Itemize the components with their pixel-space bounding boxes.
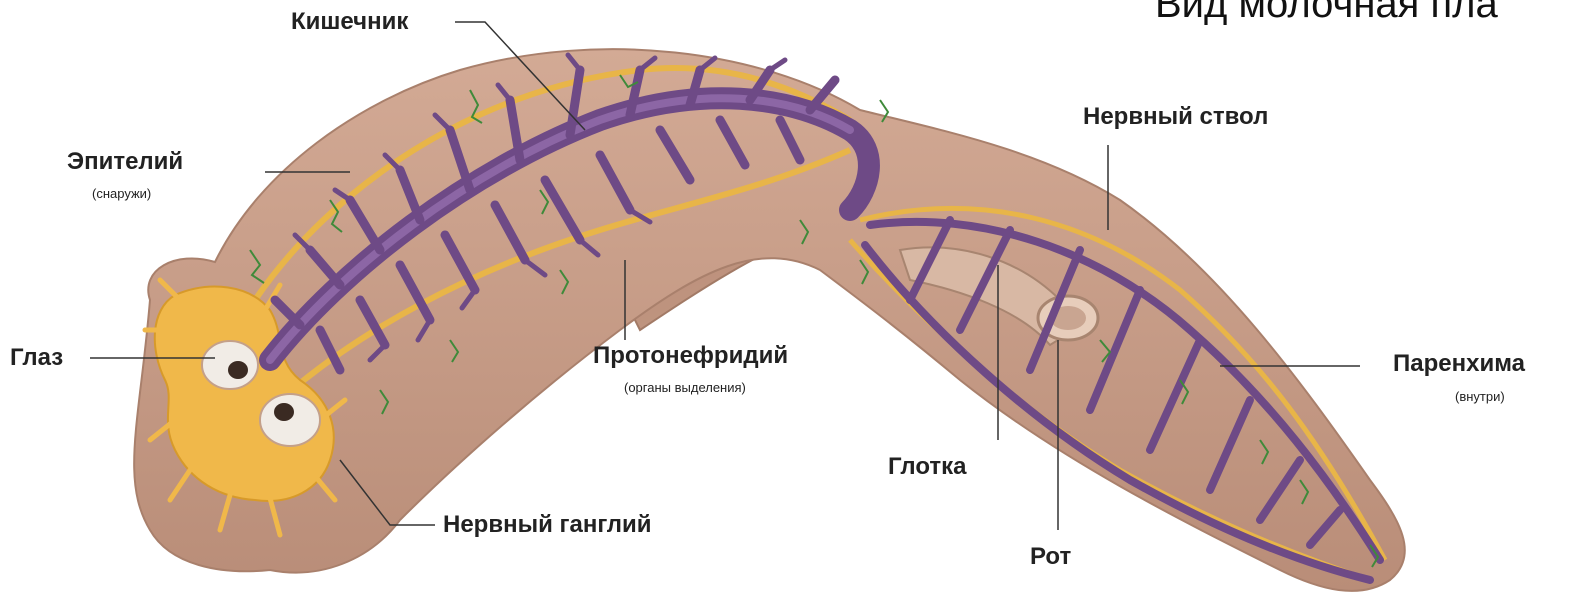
label-intestine: Кишечник — [291, 8, 408, 36]
label-nerve-trunk: Нервный ствол — [1083, 103, 1268, 131]
label-epithelium: Эпителий — [67, 148, 183, 176]
label-protonephridium: Протонефридий — [593, 342, 788, 370]
cut-off-heading: Вид молочная пла — [1155, 0, 1498, 27]
label-parenchyma: Паренхима — [1393, 350, 1525, 378]
eye-right — [260, 394, 320, 446]
label-epithelium-note: (снаружи) — [92, 186, 151, 201]
label-parenchyma-note: (внутри) — [1455, 389, 1505, 404]
label-protonephridium-note: (органы выделения) — [624, 380, 746, 395]
label-pharynx: Глотка — [888, 453, 967, 481]
label-ganglion: Нервный ганглий — [443, 511, 652, 539]
label-eye: Глаз — [10, 344, 63, 372]
label-mouth: Рот — [1030, 543, 1071, 571]
